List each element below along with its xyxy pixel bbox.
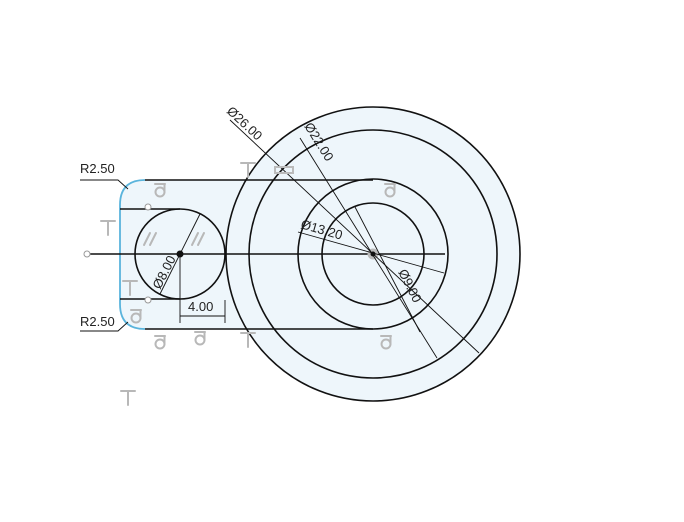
dia-outer-line [229,119,480,354]
radius-bottom-label[interactable]: R2.50 [80,314,115,329]
tangent-icon[interactable] [100,220,116,236]
second-circle[interactable] [248,129,498,379]
radius-top-label[interactable]: R2.50 [80,161,115,176]
third-circle[interactable] [297,178,449,330]
dia-inner-line [354,206,421,333]
dia-third-line [297,231,445,274]
horizontal-icon[interactable] [274,166,294,174]
dia-outer-label[interactable]: Ø26.00 [224,103,265,143]
radius-top-leader [80,179,129,190]
inner-circle[interactable] [321,202,425,306]
axis-endpoint[interactable] [83,250,91,258]
constraint-icons[interactable] [100,162,396,406]
outer-circle[interactable] [225,106,521,402]
endpoint[interactable] [144,203,152,211]
coincident-icon[interactable] [194,331,206,346]
tangent-icon[interactable] [120,390,136,406]
offset-label[interactable]: 4.00 [188,299,213,314]
radius-bottom-leader [80,321,129,332]
coincident-icon[interactable] [154,335,166,350]
endpoint[interactable] [144,296,152,304]
